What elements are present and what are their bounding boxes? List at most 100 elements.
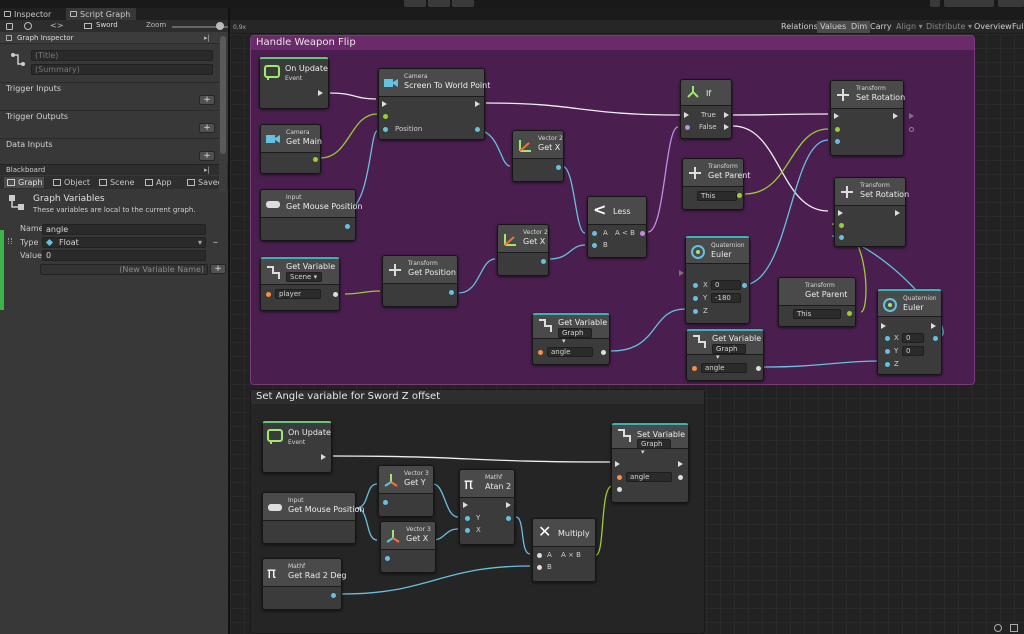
x-out-port[interactable] <box>541 259 546 264</box>
rotation-out-port[interactable] <box>933 336 938 341</box>
flow-out-port[interactable] <box>318 90 323 96</box>
variable-kind-dropdown[interactable]: Graph ▾ <box>558 328 592 338</box>
parent-out-port[interactable] <box>737 193 742 198</box>
distribute-dropdown[interactable]: Distribute ▾ <box>923 21 975 33</box>
align-dropdown[interactable]: Align ▾ <box>893 21 926 33</box>
condition-in-port[interactable] <box>685 125 690 130</box>
code-icon[interactable]: <> <box>50 21 63 30</box>
flow-in-port[interactable] <box>838 210 843 216</box>
flow-out-port[interactable] <box>931 323 936 329</box>
node-on-update[interactable]: On Update Event <box>262 421 332 473</box>
variable-name-dropdown[interactable]: angle <box>701 363 747 373</box>
name-in-port[interactable] <box>538 350 543 355</box>
flow-out-port[interactable] <box>895 210 900 216</box>
target-out-port[interactable] <box>909 127 914 132</box>
variable-kind-dropdown[interactable]: Graph ▾ <box>712 344 746 354</box>
settings-icon[interactable] <box>1010 624 1018 632</box>
node-get-variable-graph[interactable]: Get Variable Graph ▾ angle <box>686 329 764 381</box>
new-variable-name-input[interactable]: (New Variable Name) <box>40 264 208 275</box>
position-in-port[interactable] <box>383 127 388 132</box>
values-button[interactable]: Values <box>817 21 849 33</box>
node-vector3-get-y[interactable]: Vector 3 Get Y <box>378 465 434 517</box>
node-multiply[interactable]: ✕ Multiply A A × B B <box>532 518 596 582</box>
name-in-port[interactable] <box>617 475 622 480</box>
info-icon[interactable] <box>24 22 32 30</box>
node-get-variable-scene[interactable]: Get Variable Scene ▾ player <box>260 257 340 311</box>
x-in-port[interactable] <box>885 336 890 341</box>
tab-inspector[interactable]: Inspector <box>0 8 64 20</box>
relations-button[interactable]: Relations <box>778 21 821 33</box>
node-transform-get-position[interactable]: Transform Get Position <box>382 255 458 307</box>
tab-script-graph[interactable]: Script Graph <box>66 8 136 20</box>
trigger-inputs-header[interactable]: Trigger Inputs <box>0 82 220 95</box>
y-value-field[interactable]: 0 <box>902 346 924 356</box>
flow-out-port[interactable] <box>506 502 511 508</box>
collapse-icon[interactable]: ▸| <box>204 34 210 42</box>
x-in-port[interactable] <box>465 528 470 533</box>
false-flow-out-port[interactable] <box>724 124 729 130</box>
flow-in-port[interactable] <box>834 113 839 119</box>
layout-dropdown[interactable] <box>998 0 1024 7</box>
add-variable-button[interactable]: + <box>210 264 226 274</box>
node-if[interactable]: If True False <box>680 79 732 139</box>
node-transform-set-rotation[interactable]: Transform Set Rotation <box>834 177 906 247</box>
node-less[interactable]: < Less A A < B B <box>587 196 647 258</box>
value-out-port[interactable] <box>756 366 761 371</box>
node-set-variable[interactable]: Set Variable Graph ▾ angle <box>611 423 689 503</box>
result-out-port[interactable] <box>506 516 511 521</box>
node-transform-set-rotation[interactable]: Transform Set Rotation <box>830 80 904 156</box>
target-this-field[interactable]: This <box>793 309 841 319</box>
node-atan2[interactable]: π Mathf Atan 2 Y X <box>459 469 515 545</box>
y-in-port[interactable] <box>885 349 890 354</box>
x-value-field[interactable]: 0 <box>902 333 924 343</box>
debug-icon[interactable] <box>994 624 1002 632</box>
tab-graph[interactable]: Graph <box>4 177 44 188</box>
flow-out-port[interactable] <box>475 101 480 107</box>
flow-out-port[interactable] <box>678 461 683 467</box>
value-in-port[interactable] <box>617 487 622 492</box>
add-trigger-output-button[interactable]: + <box>199 123 215 133</box>
y-in-port[interactable] <box>465 516 470 521</box>
node-vector2-get-x[interactable]: Vector 2 Get X <box>512 130 564 182</box>
tab-object[interactable]: Object <box>50 177 94 188</box>
parent-out-port[interactable] <box>847 311 852 316</box>
rotation-in-port[interactable] <box>835 139 840 144</box>
flow-out-port[interactable] <box>893 113 898 119</box>
y-value-field[interactable]: -180 <box>711 293 741 303</box>
target-in-port[interactable] <box>835 127 840 132</box>
zoom-slider-handle[interactable] <box>216 22 224 30</box>
lock-icon[interactable] <box>6 23 13 30</box>
value-out-port[interactable] <box>333 292 338 297</box>
node-transform-get-parent[interactable]: Transform Get Parent This <box>778 277 856 327</box>
variable-type-select[interactable]: Float ▾ <box>42 237 206 248</box>
vector-in-port[interactable] <box>385 556 390 561</box>
trigger-outputs-header[interactable]: Trigger Outputs <box>0 110 220 123</box>
inspector-scroll-thumb[interactable] <box>220 36 226 154</box>
variable-value-field[interactable]: 0 <box>42 250 206 261</box>
variable-kind-dropdown[interactable]: Graph ▾ <box>637 439 671 449</box>
node-vector3-get-x[interactable]: Vector 3 Get X <box>380 521 436 573</box>
node-on-update[interactable]: On Update Event <box>259 57 329 109</box>
flow-in-port[interactable] <box>679 270 684 276</box>
variable-name-dropdown[interactable]: angle <box>626 472 672 482</box>
flow-out-port[interactable] <box>321 454 326 460</box>
target-this-field[interactable]: This <box>697 191 737 201</box>
camera-out-port[interactable] <box>313 157 318 162</box>
data-inputs-header[interactable]: Data Inputs <box>0 138 220 151</box>
remove-variable-button[interactable]: – <box>213 237 218 248</box>
add-data-input-button[interactable]: + <box>199 151 215 161</box>
variable-name-dropdown[interactable]: player <box>275 289 321 299</box>
variable-name-dropdown[interactable]: angle <box>547 347 593 357</box>
rotation-in-port[interactable] <box>839 235 844 240</box>
pause-button[interactable] <box>428 0 450 7</box>
name-in-port[interactable] <box>692 366 697 371</box>
breadcrumb[interactable]: Sword <box>96 21 136 29</box>
node-vector2-get-x[interactable]: Vector 2 Get X <box>497 224 549 276</box>
true-flow-out-port[interactable] <box>724 112 729 118</box>
value-out-port[interactable] <box>678 475 683 480</box>
node-camera-get-main[interactable]: Camera Get Main <box>260 124 321 174</box>
x-out-port[interactable] <box>556 165 561 170</box>
tab-app[interactable]: App <box>142 177 182 188</box>
x-value-field[interactable]: 0 <box>711 280 741 290</box>
node-screen-to-world-point[interactable]: Camera Screen To World Point Position <box>378 68 485 140</box>
